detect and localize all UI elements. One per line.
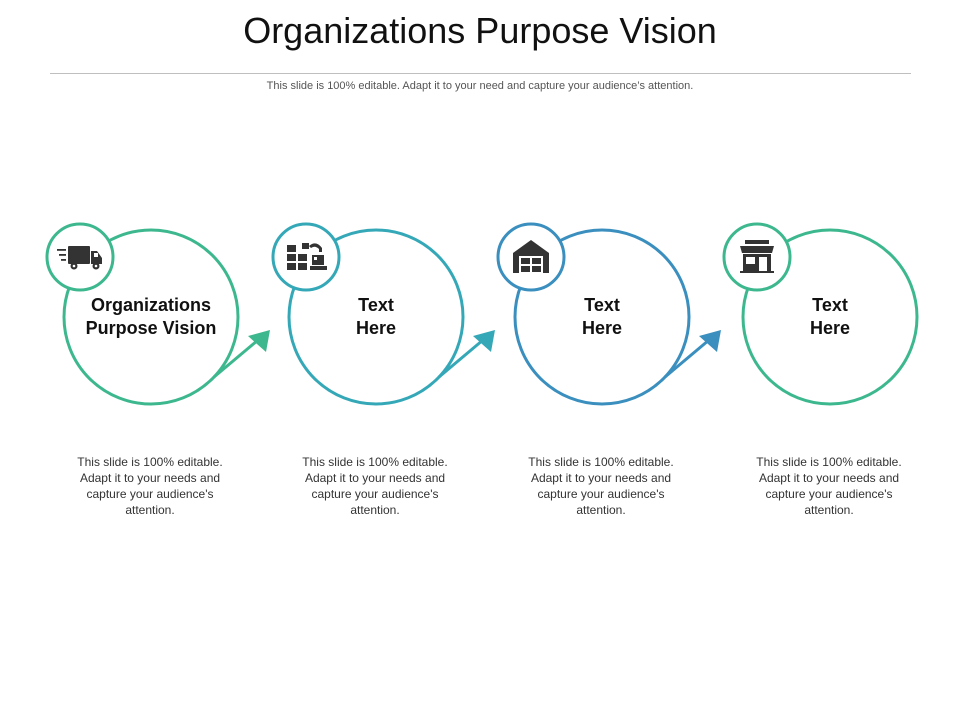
step-4-label-line1: Text	[812, 295, 848, 315]
page-subtitle: This slide is 100% editable. Adapt it to…	[266, 80, 694, 92]
step-4-description: This slide is 100% editable. Adapt it to…	[756, 455, 902, 517]
page-title: Organizations Purpose Vision	[243, 10, 717, 51]
step-4-circle	[741, 228, 919, 406]
step-1-label-line1: Organizations	[90, 295, 211, 315]
step-3-circle	[513, 228, 691, 406]
step-1-label: Organizations Purpose Vision	[71, 294, 231, 340]
step-2-circle	[287, 228, 465, 406]
step-2-label: Text Here	[296, 294, 456, 340]
connector-arrow-1	[213, 330, 270, 379]
step-3-description: This slide is 100% editable. Adapt it to…	[528, 455, 674, 517]
title-divider	[50, 73, 911, 74]
step-3-label: Text Here	[522, 294, 682, 340]
step-2-description: This slide is 100% editable. Adapt it to…	[302, 455, 448, 517]
step-1-label-line2: Purpose Vision	[85, 318, 217, 338]
warehouse-inventory-icon	[287, 243, 327, 270]
step-2-label-line1: Text	[358, 295, 394, 315]
step-3-label-line1: Text	[584, 295, 620, 315]
connector-arrow-3	[664, 330, 721, 379]
connector-arrow-2	[438, 330, 495, 379]
step-2-label-line2: Here	[355, 318, 397, 338]
delivery-truck-icon	[57, 246, 102, 270]
step-1-description: This slide is 100% editable. Adapt it to…	[77, 455, 223, 517]
store-front-icon	[740, 240, 774, 273]
step-4-label: Text Here	[750, 294, 910, 340]
warehouse-building-icon	[513, 240, 549, 273]
step-4-label-line2: Here	[809, 318, 851, 338]
step-3-label-line2: Here	[581, 318, 623, 338]
step-1-circle	[62, 228, 240, 406]
